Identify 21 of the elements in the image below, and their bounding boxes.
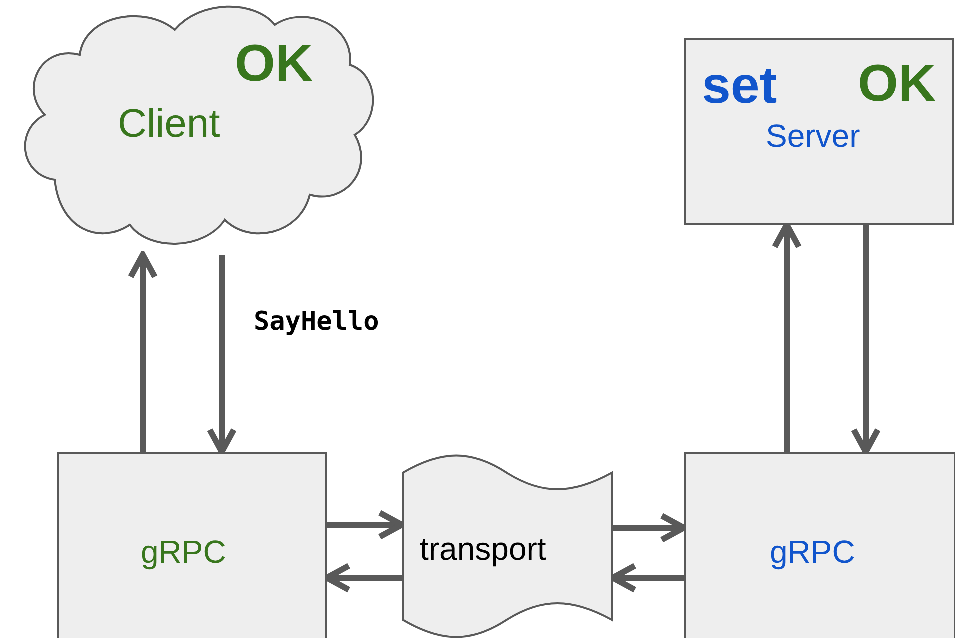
method-text: set — [702, 60, 778, 112]
arrow — [207, 255, 237, 455]
node-label: gRPC — [141, 536, 226, 568]
arrow — [613, 513, 687, 543]
arrow — [324, 563, 402, 593]
process-box — [684, 452, 955, 638]
node-label: Server — [766, 120, 860, 152]
arrow — [851, 225, 881, 455]
node-label: gRPC — [770, 536, 856, 568]
transport-shape — [402, 455, 613, 638]
edge-label: SayHello — [254, 308, 380, 334]
status-text: OK — [235, 38, 313, 90]
node-label: transport — [420, 533, 546, 565]
arrow — [327, 510, 405, 540]
arrow — [610, 563, 684, 593]
status-text: OK — [858, 58, 936, 110]
arrow — [128, 252, 158, 452]
node-label: Client — [118, 104, 220, 144]
arrow — [772, 222, 802, 452]
process-box — [57, 452, 327, 638]
server-box — [684, 38, 954, 225]
